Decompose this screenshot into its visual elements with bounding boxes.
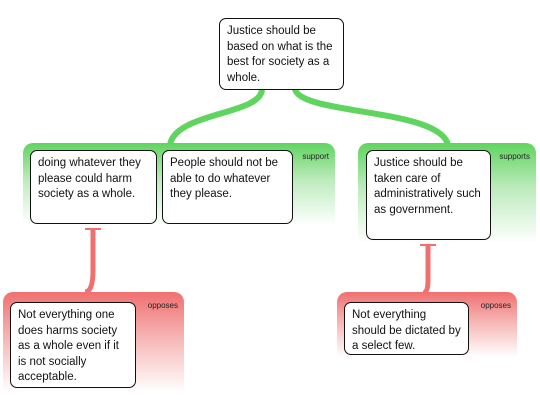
support-label: support <box>302 152 329 161</box>
premise-text: People should not be able to do whatever… <box>170 157 279 200</box>
supports-label: supports <box>499 152 530 161</box>
premise-text: doing whatever they please could harm so… <box>38 157 141 200</box>
objection-box[interactable]: Not everything should be dictated by a s… <box>344 302 469 355</box>
support-connector-left <box>167 88 265 146</box>
oppose-connector-left-stem <box>84 229 96 295</box>
objection-box[interactable]: Not everything one does harms society as… <box>10 302 136 388</box>
oppose-connector-right-stem <box>422 245 431 296</box>
support-connector-right <box>292 87 451 147</box>
premise-box[interactable]: Justice should be taken care of administ… <box>366 150 491 240</box>
premise-box[interactable]: People should not be able to do whatever… <box>162 150 293 224</box>
claim-box[interactable]: Justice should be based on what is the b… <box>219 18 344 90</box>
premise-text: Justice should be taken care of administ… <box>374 157 481 216</box>
objection-text: Not everything should be dictated by a s… <box>352 309 461 352</box>
opposes-label-left: opposes <box>147 301 178 310</box>
opposes-label-right: opposes <box>480 301 511 310</box>
premise-box[interactable]: doing whatever they please could harm so… <box>30 150 157 224</box>
objection-text: Not everything one does harms society as… <box>18 309 120 383</box>
claim-text: Justice should be based on what is the b… <box>227 25 333 84</box>
